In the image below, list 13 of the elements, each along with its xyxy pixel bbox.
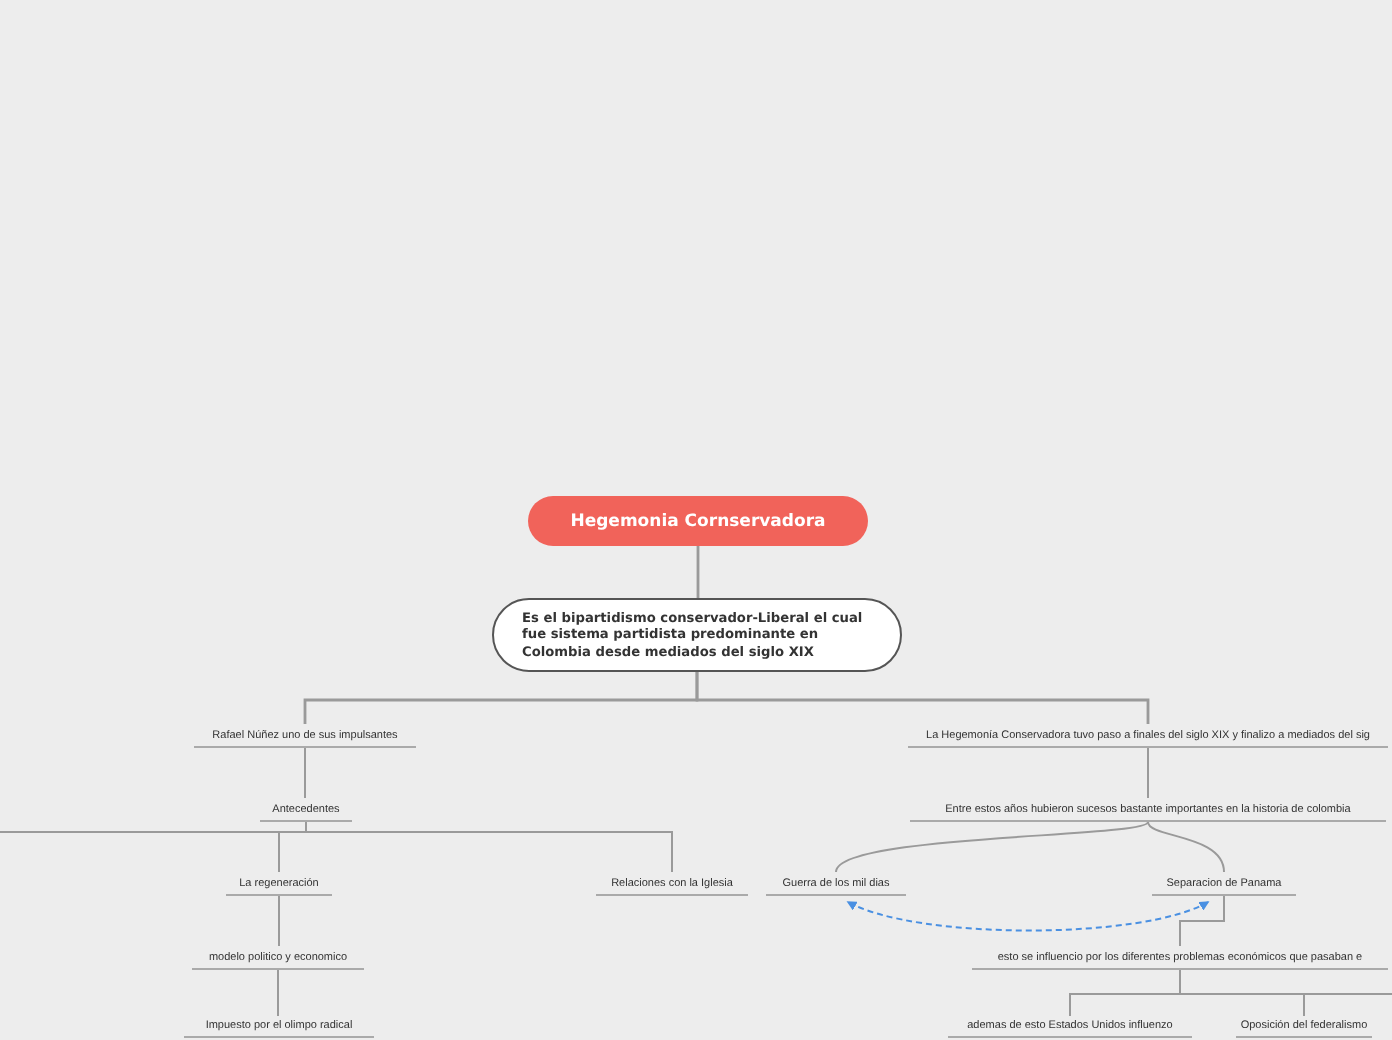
connector-line — [695, 672, 1150, 724]
connector-line — [1147, 821, 1225, 873]
connector-line — [277, 969, 279, 1017]
connector-line — [1179, 969, 1392, 995]
title-pill: Hegemonia Cornservadora — [528, 496, 868, 546]
connector-line — [835, 821, 1149, 873]
connector-line — [305, 821, 673, 873]
connector-line — [304, 747, 306, 799]
connector-line — [1179, 895, 1225, 947]
connector-line — [278, 895, 280, 947]
connector-line — [1147, 747, 1149, 799]
dashed-connector — [846, 900, 1210, 932]
connector-line — [696, 546, 700, 598]
